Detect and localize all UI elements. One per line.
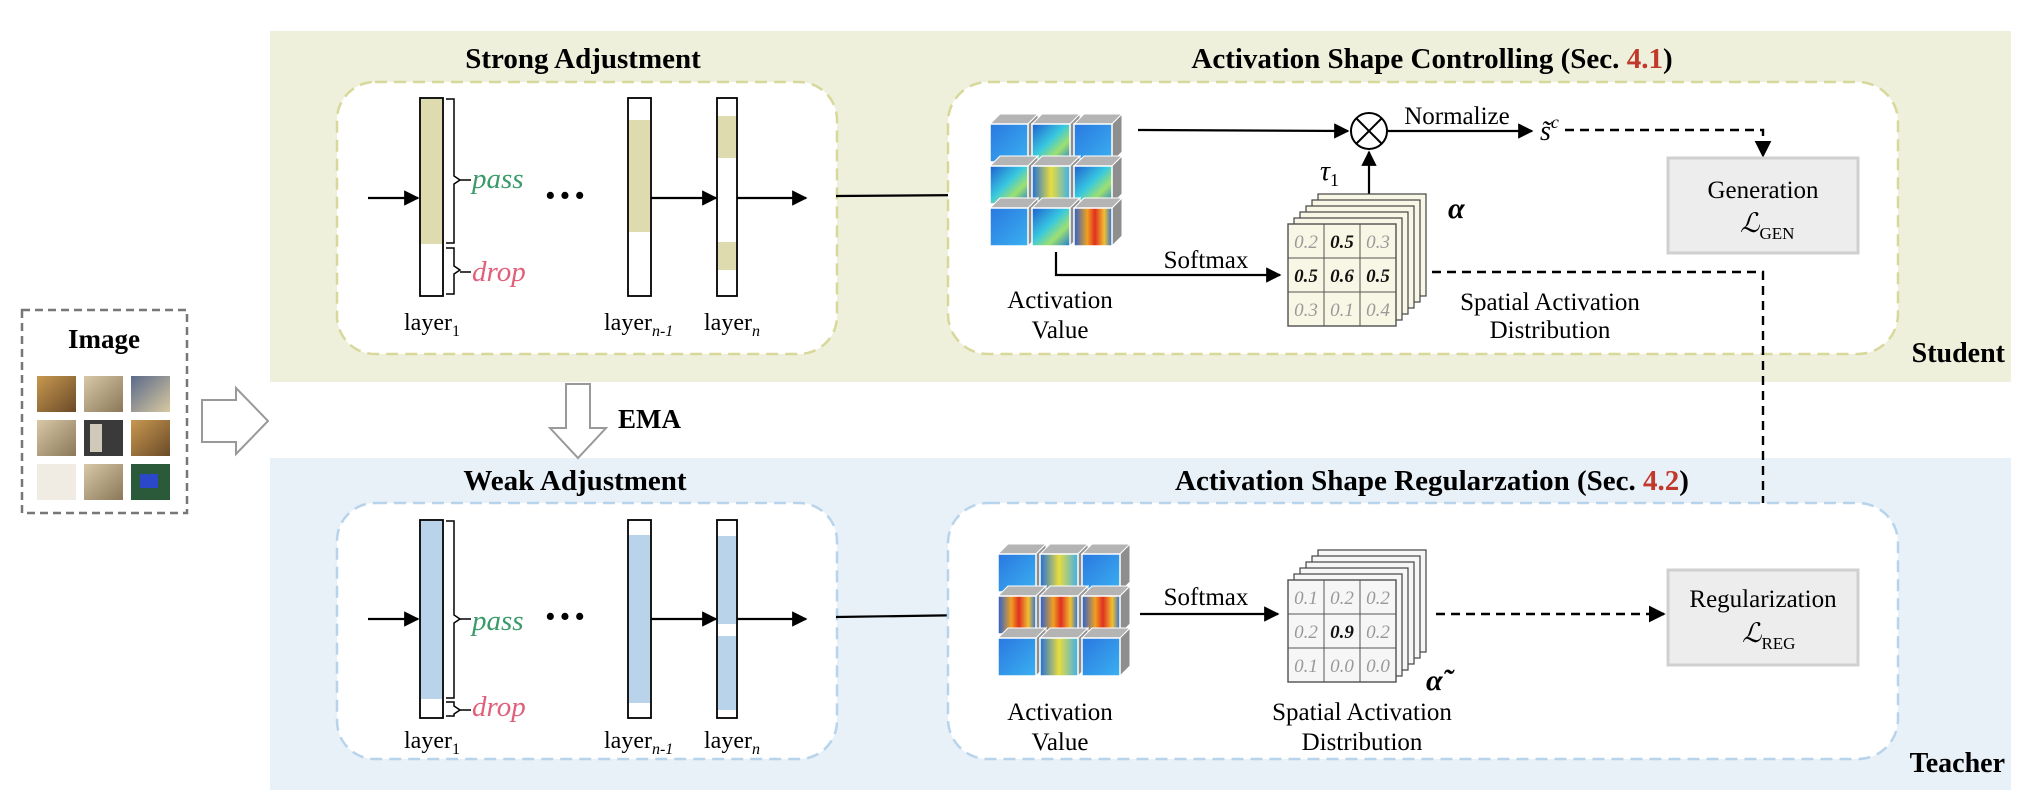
layer-1-pass-region (421, 99, 442, 244)
activation-to-otimes-arrow (1137, 123, 1350, 139)
svg-text:Value: Value (1032, 729, 1089, 756)
grid-value: 0.5 (1294, 266, 1318, 287)
student-softmax-label: Softmax (1164, 247, 1249, 274)
normalize-label: Normalize (1404, 103, 1510, 130)
regularization-loss-name: Regularization (1689, 586, 1837, 613)
s-tilde-label: s̃c (1540, 112, 1559, 147)
activation-tile (1080, 626, 1132, 678)
regularization-loss-box (1666, 568, 1860, 667)
controlling-title: Activation Shape Controlling (Sec. 4.1) (1191, 43, 1672, 75)
activation-tile (988, 154, 1040, 206)
layer-n-label: layern (704, 310, 760, 340)
image-title: Image (68, 324, 140, 354)
activation-tile (1038, 584, 1090, 636)
teacher-softmax-label: Softmax (1164, 584, 1249, 611)
generation-loss-name: Generation (1707, 177, 1819, 204)
regularization-loss-symbol: ℒREG (1742, 618, 1795, 653)
tau-label: τ1 (1320, 156, 1339, 190)
activation-tile (1038, 542, 1090, 594)
grid-value: 0.1 (1294, 588, 1318, 609)
image-thumbnails (37, 376, 170, 500)
distribution-to-regularization-arrow (1432, 270, 1772, 570)
grid-value: 0.3 (1366, 232, 1390, 253)
ema-arrow (547, 383, 609, 460)
ellipsis: ··· (543, 171, 587, 220)
grid-value: 0.2 (1366, 588, 1390, 609)
teacher-activation-label: Activation (1007, 699, 1113, 726)
weak-layer-stack: pass drop ··· layer1 layern-1 layern (368, 519, 808, 758)
grid-value: 0.5 (1330, 232, 1354, 253)
activation-tile (988, 196, 1040, 248)
grid-value: 0.9 (1330, 622, 1354, 643)
teacher-role-label: Teacher (1910, 748, 2005, 779)
activation-tile (1072, 154, 1124, 206)
activation-tile (1030, 154, 1082, 206)
grid-value: 0.0 (1330, 656, 1354, 677)
strong-layer-stack: pass drop ··· layer1 layern-1 layern (368, 97, 808, 340)
grid-value: 0.2 (1294, 622, 1318, 643)
student-role-label: Student (1912, 338, 2006, 369)
layer-n-1-label: layern-1 (604, 728, 673, 758)
activation-tile (996, 542, 1048, 594)
svg-text:Distribution: Distribution (1302, 729, 1423, 756)
layer-n-1-label: layern-1 (604, 310, 673, 340)
grid-front (1287, 223, 1397, 327)
svg-text:Value: Value (1032, 317, 1089, 344)
pass-label: pass (470, 605, 524, 637)
layer-1-label: layer1 (404, 310, 460, 340)
drop-brace (446, 247, 462, 295)
image-panel: Image (20, 308, 189, 515)
ema-label: EMA (618, 404, 681, 434)
grid-value: 0.0 (1366, 656, 1390, 677)
image-to-pipeline-arrow (201, 385, 270, 457)
teacher-activation-cube (996, 542, 1132, 678)
activation-tile (996, 626, 1048, 678)
grid-value: 0.1 (1294, 656, 1318, 677)
activation-tile (1072, 196, 1124, 248)
student-distribution-label: Spatial Activation (1460, 289, 1640, 316)
grid-front (1287, 579, 1397, 683)
pass-label: pass (470, 163, 524, 195)
activation-tile (988, 112, 1040, 164)
weak-adjustment-title: Weak Adjustment (463, 465, 687, 497)
strong-adjustment-title: Strong Adjustment (465, 43, 701, 75)
grid-value: 0.2 (1330, 588, 1354, 609)
grid-value: 0.3 (1294, 300, 1318, 321)
teacher-distribution-grid: 0.1 0.2 0.2 0.2 0.9 0.2 0.1 0.0 0.0 (1287, 549, 1427, 683)
grid-value: 0.6 (1330, 266, 1354, 287)
grid-value: 0.5 (1366, 266, 1390, 287)
activation-tile (1080, 542, 1132, 594)
activation-tile (1072, 112, 1124, 164)
student-activation-label: Activation (1007, 287, 1113, 314)
activation-tile (1080, 584, 1132, 636)
teacher-distribution-label: Spatial Activation (1272, 699, 1452, 726)
grid-value: 0.4 (1366, 300, 1390, 321)
strong-adjustment-box (335, 80, 839, 356)
student-activation-cube (988, 112, 1124, 248)
generation-loss-symbol: ℒGEN (1740, 208, 1794, 243)
drop-label: drop (472, 256, 526, 288)
generation-loss-box (1666, 156, 1860, 255)
activation-tile (996, 584, 1048, 636)
regularization-title: Activation Shape Regularzation (Sec. 4.2… (1175, 465, 1689, 497)
grid-value: 0.2 (1294, 232, 1318, 253)
layer-n-label: layern (704, 728, 760, 758)
svg-text:Distribution: Distribution (1490, 317, 1611, 344)
student-distribution-grid: 0.2 0.5 0.3 0.5 0.6 0.5 0.3 0.1 0.4 (1287, 193, 1427, 327)
grid-value: 0.1 (1330, 300, 1354, 321)
weak-adjustment-box (335, 501, 839, 761)
activation-tile (1030, 196, 1082, 248)
activation-tile (1030, 112, 1082, 164)
grid-value: 0.2 (1366, 622, 1390, 643)
student-softmax-arrow (1054, 252, 1282, 283)
ellipsis: ··· (543, 592, 587, 641)
layer-1-label: layer1 (404, 728, 460, 758)
alpha-label: α (1448, 192, 1465, 225)
s-to-generation-arrow (1565, 128, 1772, 158)
activation-tile (1038, 626, 1090, 678)
drop-label: drop (472, 691, 526, 723)
